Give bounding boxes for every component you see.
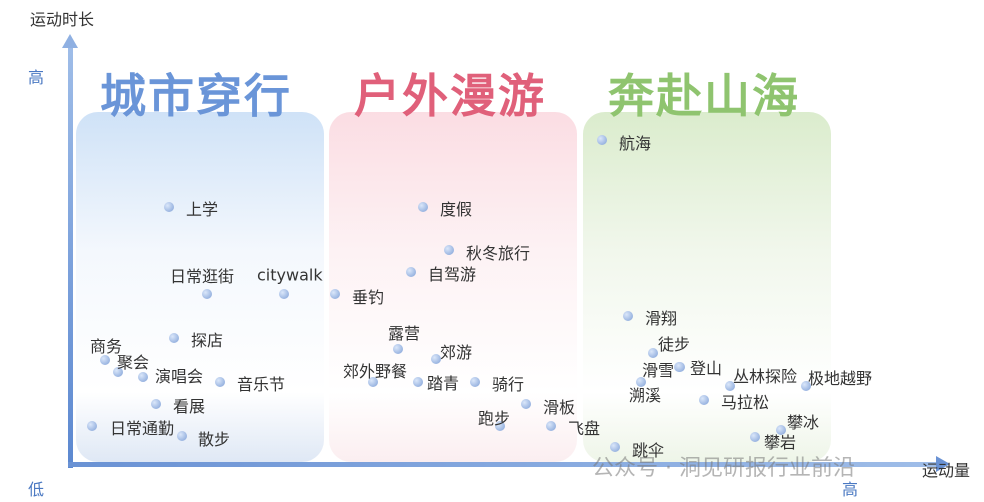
group-title-city: 城市穿行	[100, 69, 292, 123]
point-label: 马拉松	[721, 393, 770, 412]
point-label: 攀冰	[787, 413, 820, 432]
point-marker	[623, 311, 633, 321]
point-label: 攀岩	[764, 433, 797, 452]
point-marker	[801, 381, 811, 391]
point-label: 露营	[388, 324, 421, 343]
point-marker	[699, 395, 709, 405]
point-label: 跳伞	[632, 441, 665, 460]
point-label: 极地越野	[808, 369, 873, 388]
point-marker	[610, 442, 620, 452]
point-label: 航海	[619, 134, 652, 153]
point-label: 滑翔	[645, 309, 678, 328]
group-title-mountain-sea: 奔赴山海	[608, 69, 800, 123]
point-marker	[100, 355, 110, 365]
point-label: 上学	[186, 200, 219, 219]
group-title-outdoor: 户外漫游	[354, 69, 546, 123]
point-label: 登山	[690, 359, 723, 378]
point-marker	[470, 377, 480, 387]
point-label: 日常通勤	[110, 419, 175, 438]
point-marker	[113, 367, 123, 377]
point-marker	[279, 289, 289, 299]
point-marker	[418, 202, 428, 212]
point-marker	[368, 377, 378, 387]
y-low-label: 低	[28, 480, 45, 499]
point-marker	[521, 399, 531, 409]
point-marker	[675, 362, 685, 372]
point-label: 秋冬旅行	[466, 244, 531, 263]
point-marker	[330, 289, 340, 299]
point-label: 跑步	[478, 409, 511, 428]
point-marker	[393, 344, 403, 354]
x-high-label: 高	[842, 480, 859, 499]
point-marker	[87, 421, 97, 431]
panel-city	[76, 112, 324, 462]
x-axis-label: 运动量	[922, 461, 971, 480]
point-label: 徒步	[658, 335, 691, 354]
point-label: 溯溪	[629, 386, 662, 405]
point-label: 郊外野餐	[343, 362, 408, 381]
point-label: 滑雪	[642, 361, 675, 380]
point-label: 散步	[198, 430, 231, 449]
point-label: 丛林探险	[733, 367, 798, 386]
point-label: 音乐节	[237, 375, 286, 394]
point-label: 踏青	[427, 374, 460, 393]
point-marker	[138, 372, 148, 382]
panel-outdoor	[329, 112, 577, 462]
point-marker	[413, 377, 423, 387]
y-axis-arrow-icon	[62, 34, 78, 48]
point-label: 郊游	[440, 343, 473, 362]
point-label: 自驾游	[428, 265, 477, 284]
point-marker	[177, 431, 187, 441]
point-label: 滑板	[543, 398, 576, 417]
point-marker	[725, 381, 735, 391]
point-marker	[202, 289, 212, 299]
x-axis	[68, 462, 938, 467]
point-marker	[776, 425, 786, 435]
watermark: 公众号 · 洞见研报行业前沿	[592, 456, 855, 481]
point-marker	[151, 399, 161, 409]
point-marker	[444, 245, 454, 255]
point-label: 探店	[191, 331, 224, 350]
point-label: citywalk	[257, 265, 323, 285]
point-marker	[636, 377, 646, 387]
point-label: 聚会	[117, 353, 150, 372]
point-marker	[546, 421, 556, 431]
point-label: 商务	[90, 337, 123, 356]
point-marker	[406, 267, 416, 277]
point-marker	[648, 348, 658, 358]
point-label: 骑行	[492, 375, 525, 394]
point-marker	[164, 202, 174, 212]
point-marker	[431, 354, 441, 364]
y-high-label: 高	[28, 68, 45, 87]
point-label: 飞盘	[568, 419, 601, 438]
point-label: 看展	[173, 397, 206, 416]
y-axis	[68, 44, 73, 468]
point-label: 垂钓	[352, 288, 385, 307]
point-marker	[750, 432, 760, 442]
x-axis-arrow-icon	[936, 456, 950, 472]
point-label: 日常逛街	[170, 267, 235, 286]
point-marker	[495, 421, 505, 431]
point-label: 度假	[440, 200, 473, 219]
point-marker	[597, 135, 607, 145]
y-axis-label: 运动时长	[30, 10, 95, 29]
point-marker	[215, 377, 225, 387]
point-label: 演唱会	[155, 367, 204, 386]
point-marker	[169, 333, 179, 343]
